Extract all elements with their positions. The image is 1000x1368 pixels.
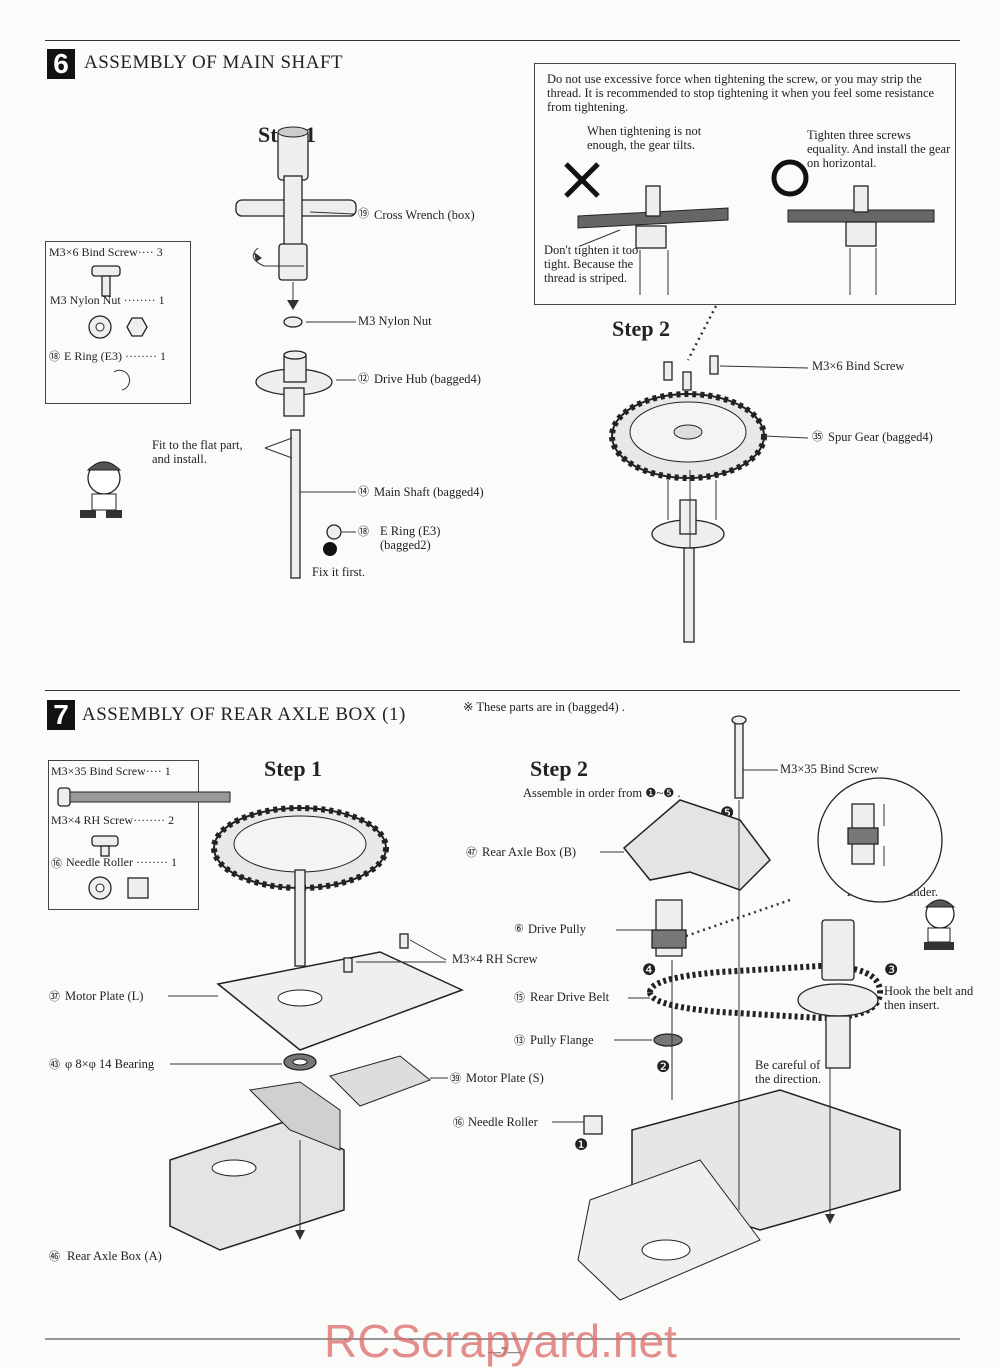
top-rule: [45, 40, 960, 41]
parts-needle-roller: Needle Roller ········ 1: [66, 855, 177, 869]
caution-three-screws: Tighten three screws equality. And insta…: [807, 128, 951, 170]
label-main-shaft-number: ⑭: [358, 486, 369, 498]
label-needle-roller-number: ⑯: [453, 1117, 464, 1129]
mascot-drawing: [80, 461, 122, 518]
section-7-step-1: Step 1: [264, 756, 323, 781]
label-motor-plate-s-number: ㊴: [450, 1073, 461, 1085]
tilted-gear-drawing: [577, 185, 729, 295]
section-7-title: ASSEMBLY OF REAR AXLE BOX (1): [82, 704, 406, 725]
page-number: —7—: [488, 1344, 521, 1359]
parts-nylon-nut: M3 Nylon Nut ········ 1: [50, 293, 165, 307]
mascot-2-drawing: [924, 899, 956, 950]
label-rear-axle-box-a: Rear Axle Box (A): [67, 1249, 162, 1263]
label-e-ring-number: ⑱: [358, 526, 369, 538]
label-motor-plate-l: Motor Plate (L): [65, 989, 144, 1003]
label-needle-roller: Needle Roller: [468, 1115, 538, 1129]
step-number-2: ❷: [656, 1059, 671, 1076]
label-m3x35-bind-screw: M3×35 Bind Screw: [780, 762, 879, 776]
label-fit-note: Fit to the flat part, and install.: [152, 438, 243, 466]
parts-ring-number: ⑱: [49, 351, 60, 363]
label-hook-belt: Hook the belt and then insert.: [884, 984, 974, 1012]
level-gear-drawing: [787, 185, 935, 295]
section-6-step-2: Step 2: [612, 316, 671, 341]
caution-not-enough: When tightening is not enough, the gear …: [587, 124, 702, 152]
label-pully-flange: Pully Flange: [530, 1033, 594, 1047]
caution-too-tight: Don't tighten it too tight. Because the …: [544, 243, 639, 285]
label-rear-axle-box-a-number: ㊻: [49, 1251, 60, 1263]
cross-wrench-drawing: [235, 126, 357, 281]
label-drive-pully-number: ⑥: [514, 923, 524, 935]
label-e-ring: E Ring (E3) (bagged2): [380, 524, 441, 552]
section-7-parts-box: M3×35 Bind Screw···· 1 M3×4 RH Screw····…: [48, 760, 199, 910]
middle-rule: [45, 690, 960, 691]
step1-gear-drawing: [211, 805, 389, 967]
parts-m3x4-rh-screw: M3×4 RH Screw········ 2: [51, 813, 175, 827]
section-7-assemble-order: Assemble in order from ❶~❺ .: [523, 786, 681, 800]
label-drive-hub-number: ⑫: [358, 373, 369, 385]
drive-hub-drawing: [255, 350, 333, 417]
label-cross-wrench: Cross Wrench (box): [374, 208, 475, 222]
label-bearing: φ 8×φ 14 Bearing: [65, 1057, 155, 1071]
section-7-bag-note: ※ These parts are in (bagged4) .: [463, 700, 625, 714]
section-6-title: ASSEMBLY OF MAIN SHAFT: [84, 52, 344, 73]
parts-bind-screw: M3×6 Bind Screw···· 3: [49, 245, 163, 259]
label-be-careful: Be careful of the direction.: [755, 1058, 821, 1086]
label-main-shaft: Main Shaft (bagged4): [374, 485, 484, 499]
label-pully-flange-number: ⑬: [514, 1035, 525, 1047]
caution-box: Do not use excessive force when tighteni…: [534, 63, 956, 305]
label-m3x6-bind-screw: M3×6 Bind Screw: [812, 359, 905, 373]
spur-gear-drawing: [609, 391, 767, 481]
label-motor-plate-l-number: ㊲: [49, 991, 60, 1003]
step-number-3: ❸: [884, 962, 899, 979]
label-rear-axle-box-b-number: ㊼: [466, 847, 477, 859]
label-bearing-number: ㊸: [49, 1059, 60, 1071]
label-spur-gear-number: ㉟: [812, 431, 823, 443]
label-drive-pully: Drive Pully: [528, 922, 586, 936]
label-rear-drive-belt-number: ⑮: [514, 992, 525, 1004]
label-rear-drive-belt: Rear Drive Belt: [530, 990, 610, 1004]
section-7-step-2: Step 2: [530, 756, 589, 781]
label-drive-hub: Drive Hub (bagged4): [374, 372, 481, 386]
label-motor-plate-s: Motor Plate (S): [466, 1071, 544, 1085]
label-cross-wrench-number: ⑲: [358, 208, 369, 220]
parts-needle-roller-number: ⑯: [51, 858, 62, 870]
section-7-number: 7: [47, 700, 75, 730]
label-rear-axle-box-b: Rear Axle Box (B): [482, 845, 577, 859]
section-6-number: 6: [47, 49, 75, 79]
parts-m3x35-bind-screw: M3×35 Bind Screw···· 1: [51, 764, 171, 778]
watermark: RCScrapyard.net: [324, 1315, 677, 1367]
label-spur-gear: Spur Gear (bagged4): [828, 430, 933, 444]
section-6-parts-box: M3×6 Bind Screw···· 3 M3 Nylon Nut ·····…: [45, 241, 191, 404]
step-number-1: ❶: [574, 1137, 589, 1154]
label-fix-first: Fix it first.: [312, 565, 366, 579]
label-nylon-nut: M3 Nylon Nut: [358, 314, 432, 328]
step-number-4: ❹: [642, 962, 657, 979]
caution-text: Do not use excessive force when tighteni…: [547, 72, 935, 114]
parts-ring: E Ring (E3) ········ 1: [64, 349, 166, 363]
label-m3x4-rh-screw: M3×4 RH Screw: [452, 952, 538, 966]
